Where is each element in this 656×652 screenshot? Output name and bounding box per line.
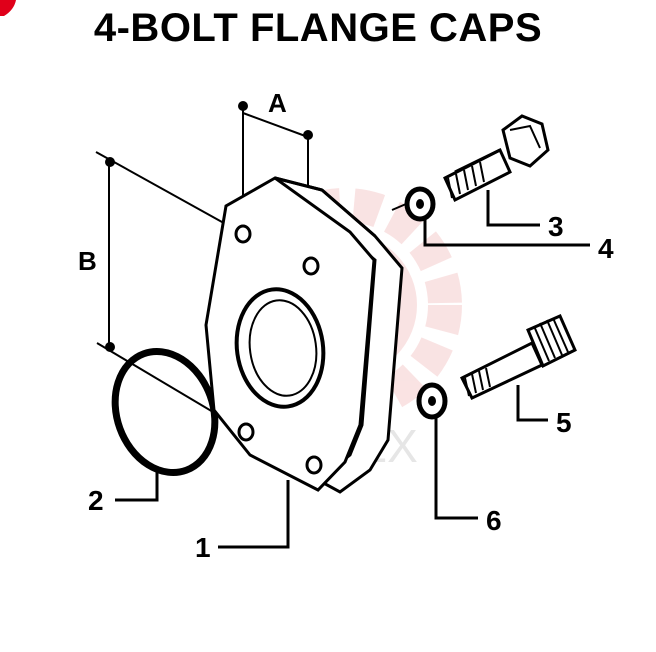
corner-mark <box>0 0 16 16</box>
callout-4: 4 <box>598 233 614 264</box>
diagram-title: 4-BOLT FLANGE CAPS <box>93 6 543 50</box>
callout-2: 2 <box>88 485 104 516</box>
callout-1: 1 <box>195 532 211 563</box>
flange-cap <box>204 176 404 494</box>
callout-6: 6 <box>486 505 502 536</box>
hex-bolt <box>443 114 550 203</box>
socket-head-bolt <box>459 314 577 400</box>
callout-3: 3 <box>548 211 564 242</box>
dimension-b-label: B <box>78 246 97 276</box>
dim-b-point <box>105 157 115 167</box>
dim-a-point <box>238 101 248 111</box>
dimension-a-label: A <box>268 88 287 118</box>
dim-b-point <box>105 342 115 352</box>
callout-5: 5 <box>556 407 572 438</box>
lock-washer-lower <box>416 382 448 420</box>
lock-washer-upper <box>391 186 436 222</box>
dim-a-point <box>303 130 313 140</box>
leader-lines <box>115 190 590 549</box>
o-ring <box>111 347 219 477</box>
